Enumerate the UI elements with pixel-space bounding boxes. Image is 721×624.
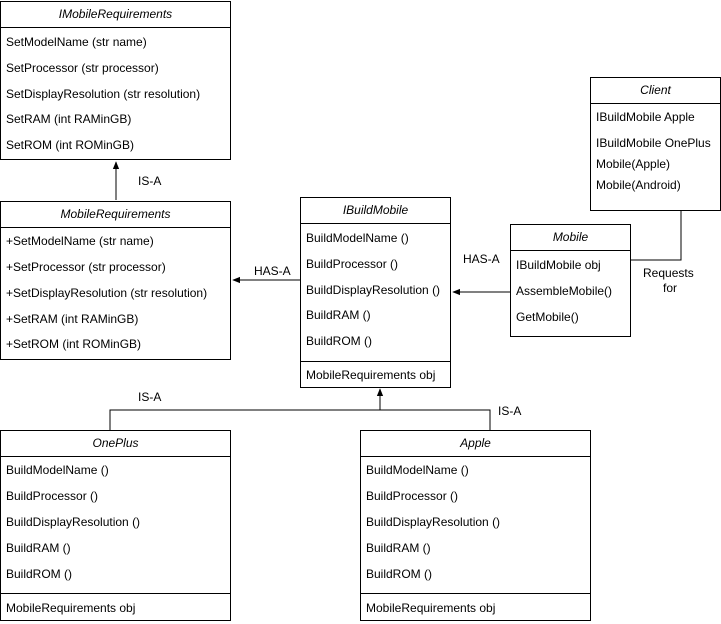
class-member: BuildProcessor () <box>306 257 399 271</box>
isa-apple-label: IS-A <box>498 404 522 418</box>
class-member: BuildROM () <box>306 334 373 348</box>
class-member: BuildModelName () <box>366 463 469 477</box>
class-member: BuildModelName () <box>6 463 109 477</box>
isa-apple-connector <box>380 409 491 431</box>
class-member: BuildRAM () <box>366 541 431 555</box>
class-member: SetProcessor (str processor) <box>6 61 159 75</box>
imobile-requirements-class[interactable]: IMobileRequirements SetModelName (str na… <box>0 1 231 160</box>
class-member: SetRAM (int RAMinGB) <box>6 112 132 126</box>
class-member: BuildDisplayResolution () <box>6 515 141 529</box>
class-title: IBuildMobile <box>301 198 450 224</box>
isa-oneplus-connector <box>109 409 380 431</box>
class-member: IBuildMobile obj <box>516 258 601 272</box>
class-member: SetDisplayResolution (str resolution) <box>6 87 201 101</box>
class-member: BuildDisplayResolution () <box>306 283 441 297</box>
apple-class[interactable]: Apple BuildModelName () BuildProcessor (… <box>360 430 591 621</box>
class-member: BuildDisplayResolution () <box>366 515 501 529</box>
class-member: +SetRAM (int RAMinGB) <box>6 312 139 326</box>
class-member: +SetDisplayResolution (str resolution) <box>6 286 208 300</box>
class-member: IBuildMobile Apple <box>596 110 695 124</box>
class-title: IMobileRequirements <box>1 2 230 28</box>
class-member: SetROM (int ROMinGB) <box>6 138 135 152</box>
class-field: MobileRequirements obj <box>366 601 496 615</box>
class-separator <box>1 593 230 594</box>
requests-label-line1: Requests <box>643 266 694 280</box>
class-member: BuildProcessor () <box>366 489 459 503</box>
class-member: BuildRAM () <box>6 541 71 555</box>
class-member: BuildROM () <box>366 567 433 581</box>
class-member: BuildModelName () <box>306 231 409 245</box>
hasa-builder-label: HAS-A <box>463 252 500 266</box>
class-title: Apple <box>361 431 590 457</box>
class-separator <box>301 361 450 362</box>
client-class[interactable]: Client IBuildMobile Apple IBuildMobile O… <box>590 77 721 211</box>
hasa-requirements-label: HAS-A <box>254 264 291 278</box>
mobile-requirements-class[interactable]: MobileRequirements +SetModelName (str na… <box>0 201 231 360</box>
class-field: MobileRequirements obj <box>6 601 136 615</box>
class-title: Mobile <box>511 225 630 251</box>
requests-label-line2: for <box>663 281 678 295</box>
isa-oneplus-label: IS-A <box>138 390 162 404</box>
class-member: SetModelName (str name) <box>6 35 147 49</box>
class-separator <box>361 593 590 594</box>
mobile-class[interactable]: Mobile IBuildMobile obj AssembleMobile()… <box>510 224 631 337</box>
class-member: Mobile(Apple) <box>596 157 671 171</box>
class-member: +SetProcessor (str processor) <box>6 260 166 274</box>
class-member: BuildRAM () <box>306 308 371 322</box>
oneplus-class[interactable]: OnePlus BuildModelName () BuildProcessor… <box>0 430 231 621</box>
class-member: IBuildMobile OnePlus <box>596 136 711 150</box>
class-member: AssembleMobile() <box>516 284 613 298</box>
isa-requirements-label: IS-A <box>138 174 162 188</box>
requests-connector <box>631 211 682 261</box>
ibuild-mobile-class[interactable]: IBuildMobile BuildModelName () BuildProc… <box>300 197 451 388</box>
class-field: MobileRequirements obj <box>306 368 436 382</box>
class-member: BuildROM () <box>6 567 73 581</box>
class-member: Mobile(Android) <box>596 178 681 192</box>
class-member: GetMobile() <box>516 310 579 324</box>
class-member: BuildProcessor () <box>6 489 99 503</box>
class-title: OnePlus <box>1 431 230 457</box>
class-member: +SetROM (int ROMinGB) <box>6 337 142 351</box>
class-title: Client <box>591 78 720 104</box>
class-title: MobileRequirements <box>1 202 230 228</box>
class-member: +SetModelName (str name) <box>6 234 154 248</box>
